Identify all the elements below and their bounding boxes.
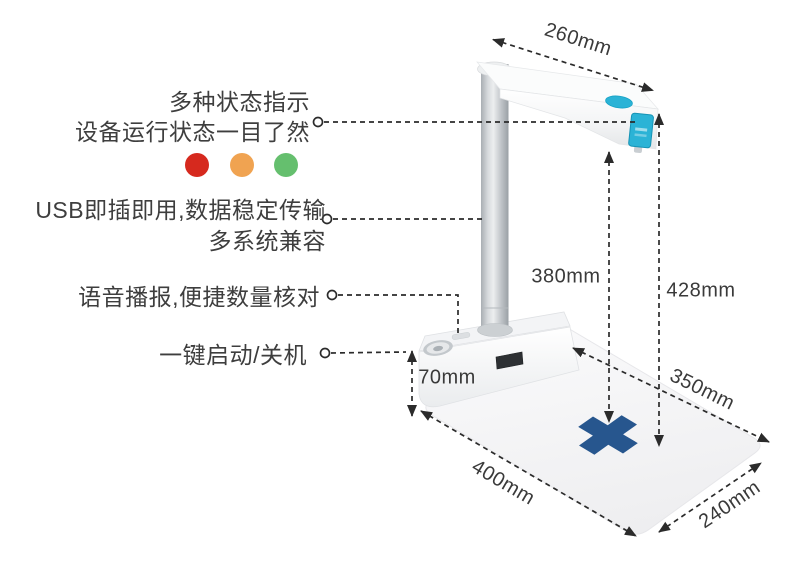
feature-power-line1: 一键启动/关机 (159, 342, 307, 368)
leader-dot-status (312, 116, 324, 128)
status-dot-orange (230, 153, 254, 177)
base-unit (418, 311, 580, 408)
feature-voice-line1: 语音播报,便捷数量核对 (78, 284, 320, 310)
dim-line-350 (572, 347, 770, 443)
power-button[interactable] (422, 338, 454, 358)
dim-label-428: 428mm (666, 279, 736, 302)
feature-usb-line2: 多系统兼容 (208, 228, 326, 254)
leader-dot-voice (326, 289, 338, 301)
feature-status-line1: 多种状态指示 (169, 89, 310, 115)
status-dot-red (185, 153, 209, 177)
dim-line-240 (658, 462, 762, 533)
leader-line-voice (338, 294, 459, 334)
feature-status-line2: 设备运行状态一目了然 (75, 119, 310, 145)
dim-label-380: 380mm (531, 265, 601, 288)
leader-endpoints (312, 116, 338, 359)
feature-usb-line1: USB即插即用,数据稳定传输 (35, 197, 326, 223)
status-dot-green (274, 153, 298, 177)
dim-label-70: 70mm (418, 366, 476, 389)
dim-line-400 (420, 410, 637, 537)
leader-dot-usb (321, 213, 333, 225)
dim-line-260 (492, 38, 654, 92)
support-pole (481, 64, 509, 332)
leader-line-power (330, 351, 407, 354)
pole-collar (477, 323, 513, 337)
scan-button[interactable] (605, 94, 633, 109)
dimension-lines (324, 38, 770, 537)
leader-dot-power (319, 347, 331, 359)
usb-port-slot (495, 351, 524, 370)
